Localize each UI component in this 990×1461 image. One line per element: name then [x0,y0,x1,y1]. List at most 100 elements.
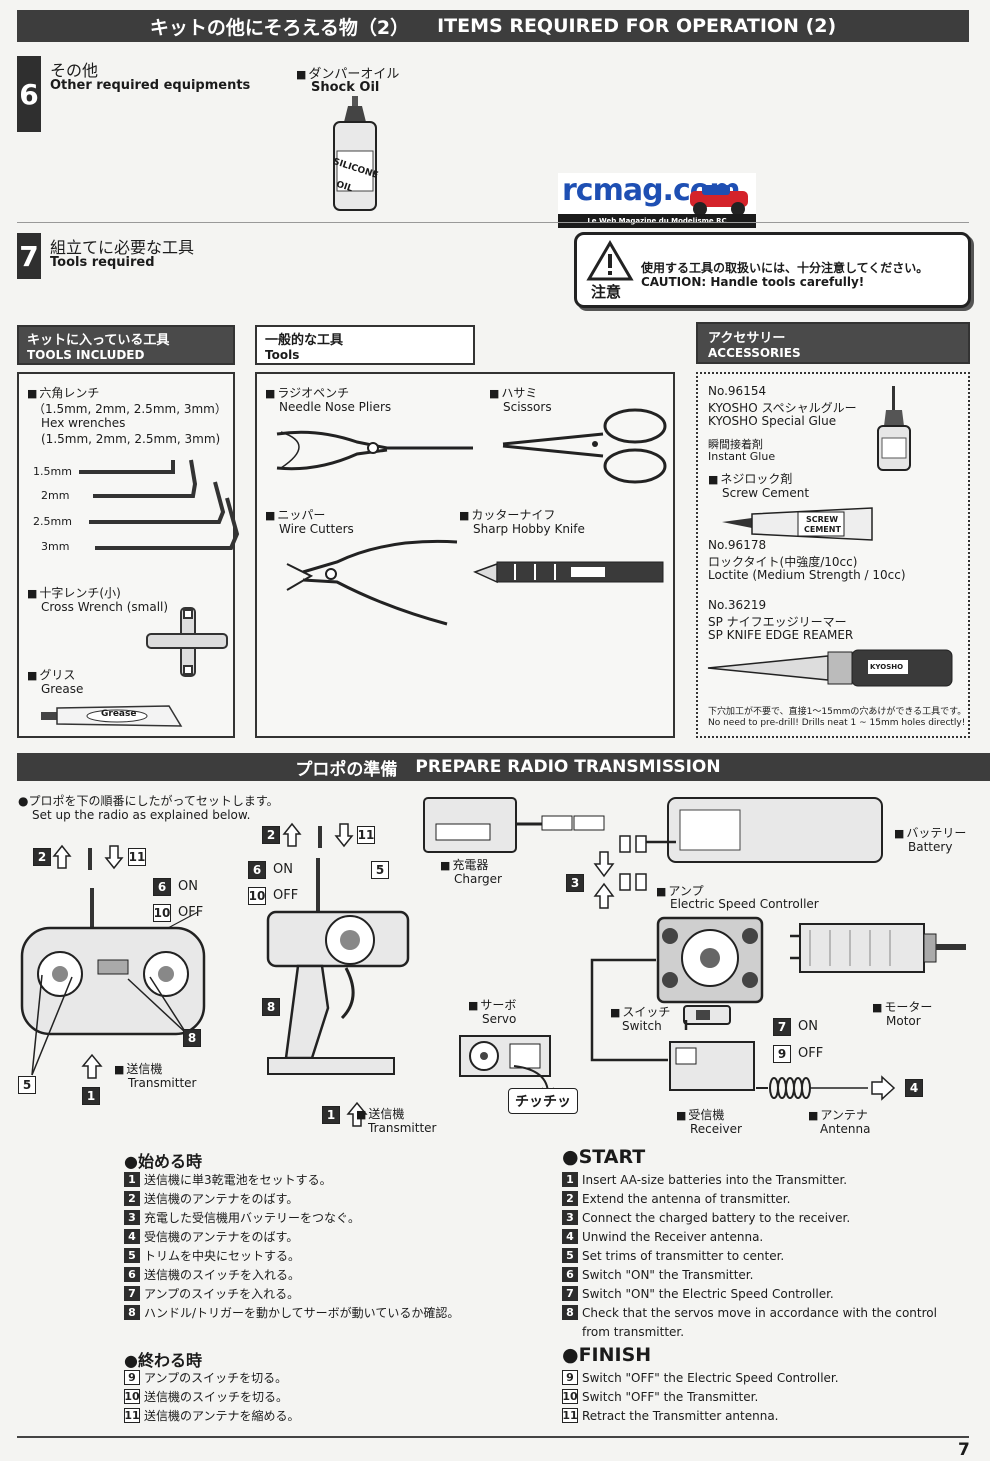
grease-label-en: Grease [41,682,84,696]
hobby-knife-icon [473,561,664,584]
step-marker-10-left: 10 [153,904,171,922]
transmitter-label-en-left: Transmitter [128,1076,197,1090]
grease-tube-icon [41,705,183,727]
hex-size-4: 3mm [41,540,70,553]
tools-included-panel: 六角レンチ （1.5mm, 2mm, 2.5mm, 3mm） Hex wrenc… [17,372,240,738]
finish-title-ja: ●終わる時 [124,1351,202,1370]
start-title-ja: ●始める時 [124,1152,202,1171]
servo-icon [459,1035,551,1077]
cement-label-1: SCREW [806,515,839,524]
general-tools-title-ja: 一般的な工具 [265,333,344,348]
shock-oil-bottle-icon [333,96,377,211]
off-label-switch: OFF [798,1046,824,1061]
screw-cement-tube-icon [722,507,873,541]
connect-battery-arrows [593,851,615,909]
step-marker-7: 7 [773,1018,791,1036]
receiver-antenna-icon [756,1075,896,1101]
esc-label-en: Electric Speed Controller [670,897,819,911]
step-marker-9: 9 [773,1045,791,1063]
step-marker-11-mid: 11 [357,826,375,844]
wire-cutters-label-en: Wire Cutters [279,522,354,536]
glue-name-ja: KYOSHO スペシャルグルー [708,401,857,415]
loctite-number: No.96178 [708,538,767,552]
step-marker-6-left: 6 [153,878,171,896]
tools-included-tab: キットに入っている工具 TOOLS INCLUDED [17,325,235,365]
switch-icon [683,1005,731,1025]
hex-wrench-label-ja: 六角レンチ [27,384,99,401]
screw-cement-label-en: Screw Cement [722,486,810,500]
loctite-name-ja: ロックタイト(中強度/10cc) [708,555,858,569]
battery-pack-icon [667,797,883,863]
scissors-label-ja: ハサミ [489,384,537,401]
reamer-note-en: No need to pre-drill! Drills neat 1 ~ 15… [708,718,966,728]
section7-title-en: Tools required [50,255,155,270]
screw-cement-label-ja: ネジロック剤 [708,470,792,487]
motor-icon [790,923,966,973]
start-title-en: ●START [562,1146,646,1168]
start-step-en-8-cont: from transmitter. [582,1324,685,1339]
finish-title-en: ●FINISH [562,1344,652,1366]
reamer-name-ja: SP ナイフエッジリーマー [708,615,847,629]
step-marker-10-mid: 10 [248,887,266,905]
step-marker-2-left: 2 [33,848,51,866]
antenna-label-ja: アンテナ [808,1106,868,1123]
radio-intro-en: Set up the radio as explained below. [32,808,251,822]
instant-glue-ja: 瞬間接着剤 [708,438,763,451]
logo-car-icon [690,185,748,216]
on-label-left: ON [178,879,198,894]
hobby-knife-label-en: Sharp Hobby Knife [473,522,585,536]
step-marker-2-mid: 2 [262,826,280,844]
needle-nose-pliers-icon [276,430,473,471]
pliers-label-en: Needle Nose Pliers [279,400,392,414]
battery-connector-plugs [619,835,676,891]
section6-title-ja: その他 [50,61,99,80]
cross-wrench-label-en: Cross Wrench (small) [41,600,169,614]
section-divider [17,222,969,223]
glue-name-en: KYOSHO Special Glue [708,414,837,428]
knife-edge-reamer-icon [707,649,953,687]
step-marker-8-left: 8 [183,1029,201,1047]
shock-oil-label-en: Shock Oil [311,80,380,95]
cement-label-2: CEMENT [804,525,841,534]
section6-title-en: Other required equipments [50,78,251,93]
accessories-panel: No.96154 KYOSHO スペシャルグルー KYOSHO Special … [696,372,970,738]
cross-wrench-label-ja: 十字レンチ(小) [27,584,120,601]
accessories-tab: アクセサリー ACCESSORIES [696,322,970,364]
step-marker-3: 3 [566,874,584,892]
cross-wrench-icon [146,607,228,677]
step-marker-4: 4 [905,1079,923,1097]
hobby-knife-label-ja: カッターナイフ [459,506,555,523]
transmitter-label-en-mid: Transmitter [368,1121,437,1135]
switch-label-en: Switch [622,1019,662,1033]
scissors-icon [502,408,667,484]
loctite-name-en: Loctite (Medium Strength / 10cc) [708,568,906,582]
radio-header-bar: プロポの準備 PREPARE RADIO TRANSMISSION [17,753,990,781]
reamer-note-ja: 下穴加工が不要で、直接1～15mmの穴あけができる工具です。 [708,707,967,717]
caution-triangle-icon [586,240,634,281]
section6-number: 6 [17,56,41,132]
hex-size-1: 1.5mm [33,465,72,478]
hex-wrench-set-icon [79,459,240,550]
charger-label-en: Charger [454,872,502,886]
switch-label-ja: スイッチ [610,1003,670,1020]
page-number: 7 [958,1440,970,1460]
hex-wrench-label-en: Hex wrenches [41,416,126,430]
instant-glue-en: Instant Glue [708,450,776,463]
antenna-extend-arrows-left [52,844,124,870]
reamer-number: No.36219 [708,598,767,612]
glue-number: No.96154 [708,384,767,398]
